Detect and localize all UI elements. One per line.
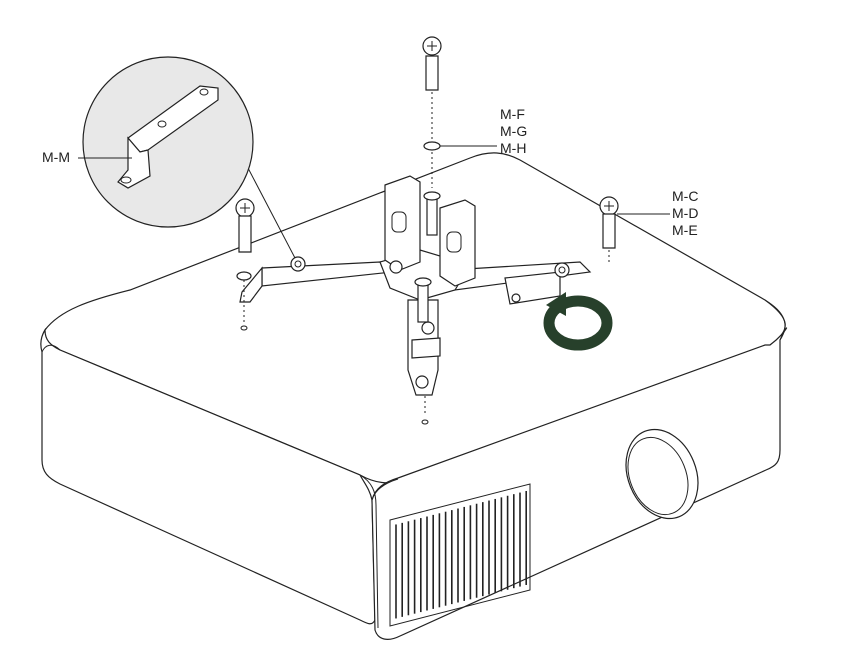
center-screw-assembly: [421, 36, 442, 425]
mount-bracket: [239, 175, 592, 396]
label-mc: M-C: [672, 188, 698, 204]
clockwise-rotation-arrow-icon: [543, 292, 613, 351]
label-mf: M-F: [500, 106, 525, 122]
leader-lines: [78, 145, 670, 215]
lens: [625, 428, 699, 520]
label-me: M-E: [672, 222, 698, 238]
detail-callout: [82, 56, 296, 259]
label-mm: M-M: [42, 149, 70, 165]
part-labels: M-M M-F M-G M-H M-C M-D M-E: [42, 106, 698, 238]
label-mh: M-H: [500, 140, 526, 156]
label-mg: M-G: [500, 123, 527, 139]
vent-grille: [389, 483, 531, 627]
right-screw-assembly: [599, 196, 619, 262]
left-screw-assembly: [235, 198, 255, 331]
label-md: M-D: [672, 205, 698, 221]
